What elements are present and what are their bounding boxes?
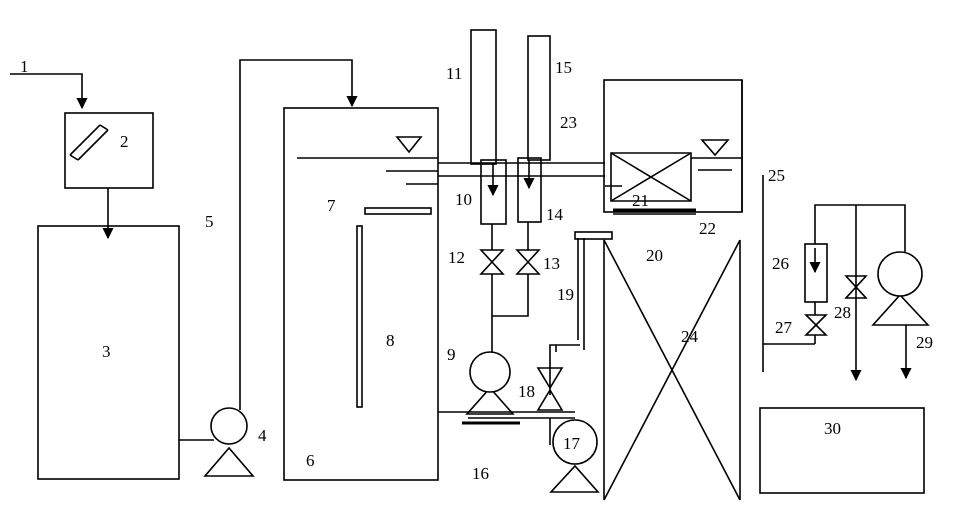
main-reactor [283,107,439,481]
label-26: 26 [772,254,789,273]
labels: 1 2 3 4 5 6 7 8 9 10 11 12 13 14 15 16 1… [20,57,933,483]
label-5: 5 [205,212,214,231]
pump-discharge-line [239,59,358,410]
overflow-pipes [438,162,622,187]
label-10: 10 [455,190,472,209]
label-6: 6 [306,451,315,470]
screen-box [64,112,154,189]
label-27: 27 [775,318,793,337]
filter-column [603,239,741,501]
label-24: 24 [681,327,699,346]
bottom-header-pipe [438,411,575,445]
recycle-pump-17 [549,419,600,493]
label-17: 17 [563,434,581,453]
label-1: 1 [20,57,29,76]
label-16: 16 [472,464,489,483]
valve-12 [479,249,505,275]
storage-tank [37,225,180,480]
label-15: 15 [555,58,572,77]
flowmeter-10 [480,159,507,225]
valve-18 [536,344,580,411]
reactor-water-level [297,136,438,185]
label-23: 23 [560,113,577,132]
feed-pump [203,407,255,477]
label-13: 13 [543,254,560,273]
label-19: 19 [557,285,574,304]
label-2: 2 [120,132,129,151]
permeate-header [814,204,906,382]
recycle-pump-9 [465,351,515,415]
label-21: 21 [632,191,649,210]
label-29: 29 [916,333,933,352]
label-22: 22 [699,219,716,238]
label-7: 7 [327,196,336,215]
product-tank [759,407,925,494]
membrane-tank [603,79,743,215]
label-12: 12 [448,248,465,267]
column-15 [527,35,551,161]
riser-pipe [574,231,613,350]
permeate-pump [871,251,930,380]
vertical-baffle [356,225,363,408]
label-30: 30 [824,419,841,438]
label-18: 18 [518,382,535,401]
label-11: 11 [446,64,462,83]
label-9: 9 [447,345,456,364]
label-28: 28 [834,303,851,322]
membrane-water-level [691,139,742,171]
label-14: 14 [546,205,564,224]
label-25: 25 [768,166,785,185]
permeate-flowmeter [763,243,828,345]
feed-line [10,73,88,110]
flowmeter-14 [517,157,542,223]
label-20: 20 [646,246,663,265]
top-baffle [364,207,432,215]
label-3: 3 [102,342,111,361]
valve13-to-pump-line [492,274,529,317]
valve-13 [515,249,541,275]
column-11 [470,29,497,165]
label-4: 4 [258,426,267,445]
label-8: 8 [386,331,395,350]
